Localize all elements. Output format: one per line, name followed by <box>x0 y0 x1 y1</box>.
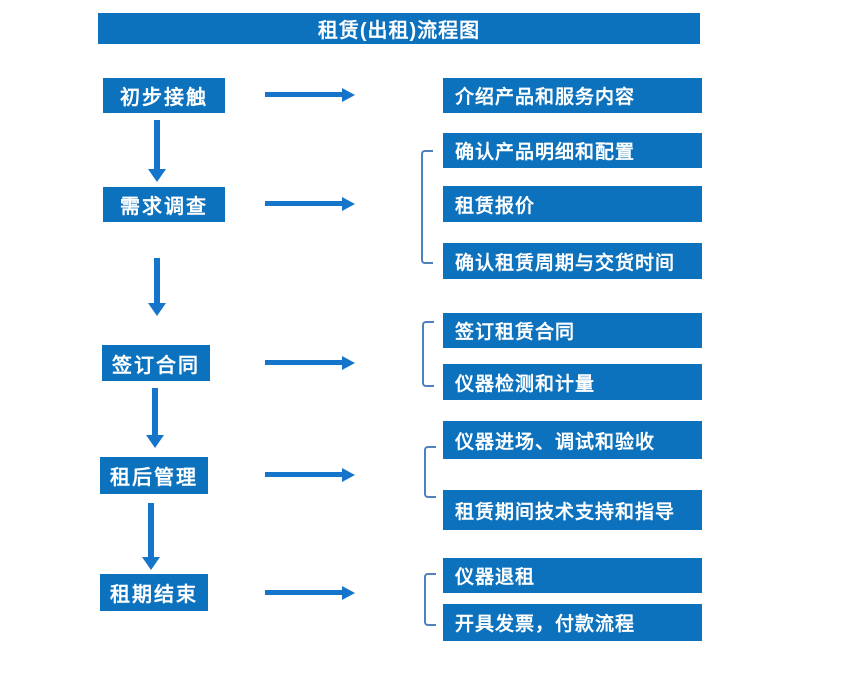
group-bracket <box>424 446 436 498</box>
detail-box: 签订租赁合同 <box>443 313 702 348</box>
stage-box-post-rental-management: 租后管理 <box>100 457 208 494</box>
arrow-down-icon <box>148 120 166 182</box>
stage-box-sign-contract: 签订合同 <box>102 345 210 381</box>
detail-box: 确认租赁周期与交货时间 <box>443 243 702 279</box>
detail-label: 租赁报价 <box>455 195 536 217</box>
detail-box: 仪器退租 <box>443 558 702 593</box>
arrow-down-icon <box>142 503 160 570</box>
detail-box: 仪器检测和计量 <box>443 364 702 400</box>
arrow-right-icon <box>265 586 355 600</box>
detail-box: 租赁期间技术支持和指导 <box>443 490 702 530</box>
stage-box-demand-survey: 需求调查 <box>103 187 225 222</box>
detail-label: 确认租赁周期与交货时间 <box>455 252 676 274</box>
stage-label: 签订合同 <box>112 354 200 377</box>
detail-label: 签订租赁合同 <box>455 322 576 343</box>
arrow-right-icon <box>265 88 355 102</box>
detail-label: 介绍产品和服务内容 <box>455 87 636 108</box>
stage-label: 需求调查 <box>120 196 208 218</box>
detail-label: 仪器检测和计量 <box>455 373 596 395</box>
stage-label: 租期结束 <box>110 584 198 606</box>
stage-label: 初步接触 <box>120 87 208 109</box>
detail-label: 仪器进场、调试和验收 <box>455 431 656 453</box>
detail-box: 仪器进场、调试和验收 <box>443 421 702 459</box>
arrow-down-icon <box>148 258 166 316</box>
detail-label: 确认产品明细和配置 <box>455 142 636 163</box>
detail-label: 仪器退租 <box>455 567 536 588</box>
stage-box-initial-contact: 初步接触 <box>103 78 225 113</box>
detail-box: 介绍产品和服务内容 <box>443 78 702 113</box>
detail-label: 开具发票，付款流程 <box>455 614 636 635</box>
group-bracket <box>424 573 436 626</box>
detail-box: 确认产品明细和配置 <box>443 133 702 168</box>
arrow-right-icon <box>265 468 355 482</box>
page-title: 租赁(出租)流程图 <box>98 13 700 44</box>
arrow-down-icon <box>146 388 164 448</box>
detail-label: 租赁期间技术支持和指导 <box>455 501 676 523</box>
stage-label: 租后管理 <box>110 467 198 489</box>
stage-box-lease-end: 租期结束 <box>100 574 208 611</box>
arrow-right-icon <box>265 197 355 211</box>
group-bracket <box>422 321 434 387</box>
group-bracket <box>421 150 433 264</box>
detail-box: 开具发票，付款流程 <box>443 604 702 641</box>
arrow-right-icon <box>265 356 355 370</box>
detail-box: 租赁报价 <box>443 186 702 222</box>
